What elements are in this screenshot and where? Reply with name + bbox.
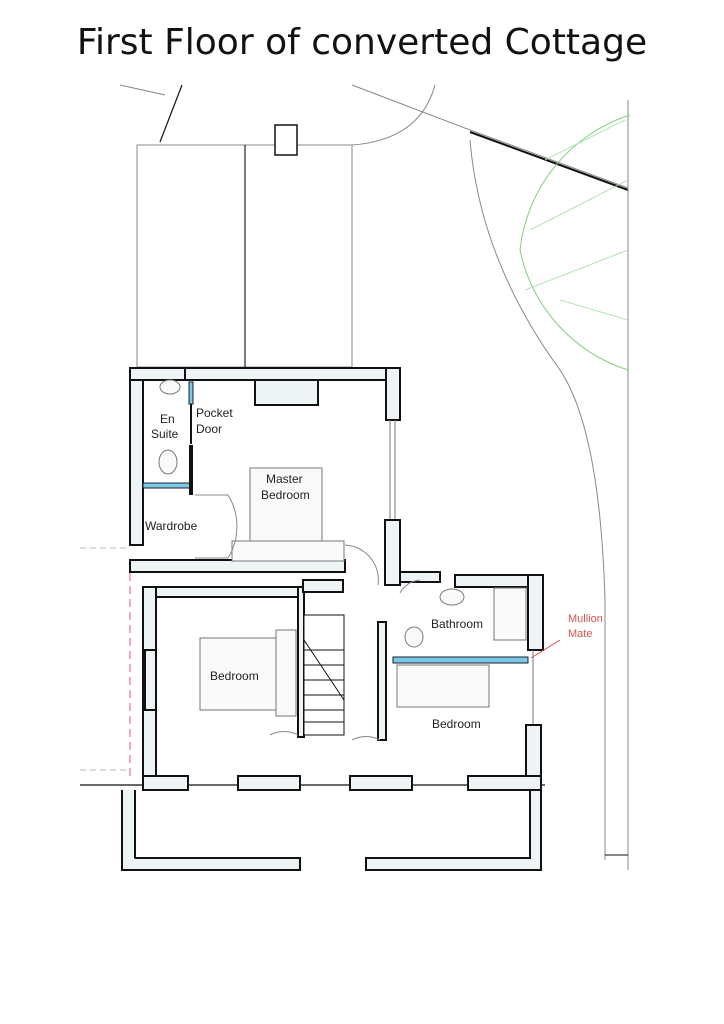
ensuite-partition	[142, 482, 191, 489]
room-label-bedroom-right: Bedroom	[432, 717, 481, 731]
annotation-mate: Mate	[568, 628, 592, 640]
page-title: First Floor of converted Cottage	[76, 22, 648, 63]
annotation-mullion: Mullion	[568, 613, 603, 625]
pocket-door-highlight	[188, 381, 194, 405]
site-context	[80, 84, 631, 870]
room-label-wardrobe: Wardrobe	[145, 519, 198, 533]
room-label-master-1: Master	[266, 472, 303, 486]
shower-tray	[493, 587, 527, 641]
garden-feature	[519, 114, 631, 371]
staircase	[303, 614, 345, 736]
room-label-en-suite-1: En	[160, 412, 175, 426]
walls	[121, 367, 544, 871]
furniture	[158, 379, 527, 741]
room-label-bedroom-left: Bedroom	[210, 669, 259, 683]
room-label-master-2: Bedroom	[261, 488, 310, 502]
room-label-en-suite-2: Suite	[151, 427, 179, 441]
bedroom-left-bed	[199, 637, 283, 711]
room-label-pocket-door-1: Pocket	[196, 406, 233, 420]
mullion-mate-partition	[392, 656, 529, 664]
room-label-bathroom: Bathroom	[431, 617, 483, 631]
master-bed	[249, 467, 323, 542]
room-label-pocket-door-2: Door	[196, 422, 222, 436]
bedroom-right-bed	[396, 664, 490, 708]
